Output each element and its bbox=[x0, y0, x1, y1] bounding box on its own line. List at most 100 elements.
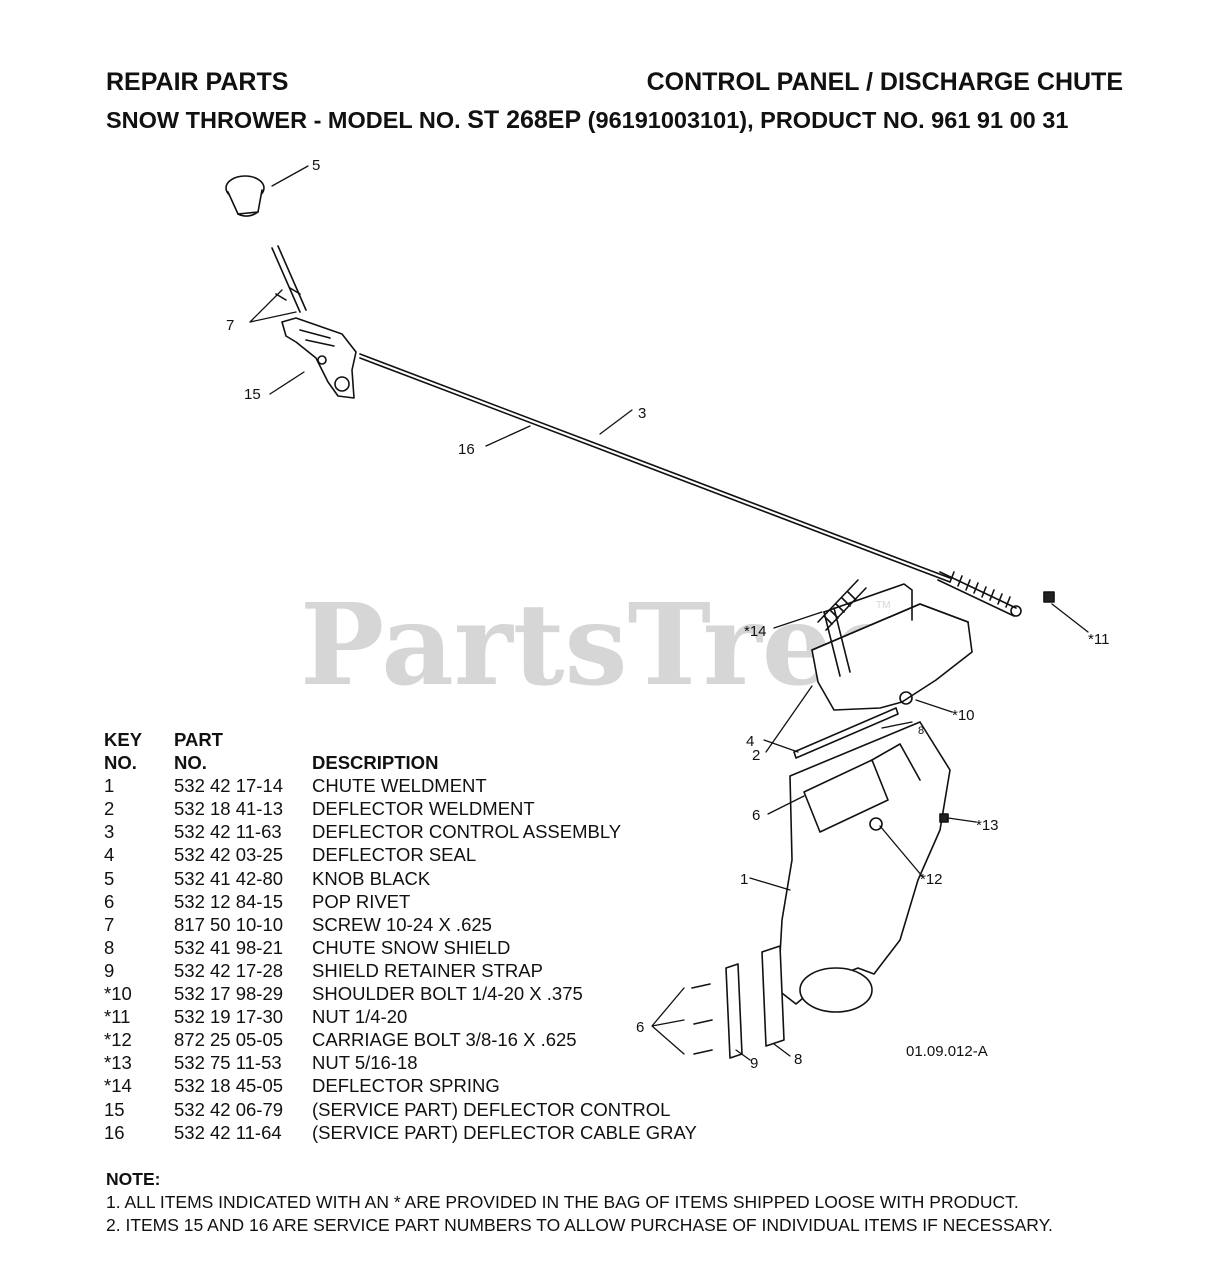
callout-1: 1 bbox=[740, 871, 748, 888]
row-part-number: 532 42 11-63 bbox=[174, 821, 282, 843]
row-part-number: 532 18 41-13 bbox=[174, 798, 284, 820]
callout-14: *14 bbox=[744, 623, 767, 640]
row-description: (SERVICE PART) DEFLECTOR CABLE GRAY bbox=[312, 1121, 697, 1143]
row-part-number: 532 17 98-29 bbox=[174, 983, 284, 1005]
row-part-number: 817 50 10-10 bbox=[174, 913, 284, 935]
callout-5: 5 bbox=[312, 157, 320, 174]
watermark-text: PartsTree bbox=[300, 580, 904, 711]
row-key: *10 bbox=[104, 983, 132, 1005]
callout-7: 7 bbox=[226, 317, 234, 334]
watermark-tm: TM bbox=[876, 600, 890, 611]
row-part-number: 532 19 17-30 bbox=[174, 1006, 284, 1028]
row-description: DEFLECTOR SEAL bbox=[312, 844, 477, 866]
row-part-number: 532 41 42-80 bbox=[174, 867, 284, 889]
row-description: CHUTE WELDMENT bbox=[312, 775, 487, 797]
row-part-number: 532 42 17-28 bbox=[174, 959, 284, 981]
row-description: SCREW 10-24 X .625 bbox=[312, 913, 492, 935]
callout-11: *11 bbox=[1088, 631, 1109, 648]
callout-4: 4 bbox=[746, 733, 754, 750]
callout-9: 9 bbox=[750, 1055, 758, 1072]
note-item: 2. ITEMS 15 AND 16 ARE SERVICE PART NUMB… bbox=[106, 1215, 1053, 1235]
leader-lines bbox=[249, 165, 1089, 1061]
row-description: NUT 1/4-20 bbox=[312, 1006, 408, 1028]
chute-snow-shield bbox=[761, 945, 785, 1047]
callout-8-top: 8 bbox=[918, 725, 924, 737]
row-key: 8 bbox=[104, 936, 115, 958]
deflector-seal bbox=[793, 707, 899, 759]
row-part-number: 532 42 17-14 bbox=[174, 775, 284, 797]
row-description: CHUTE SNOW SHIELD bbox=[312, 936, 511, 958]
header-part-no: NO. bbox=[174, 752, 207, 774]
deflector-weldment bbox=[811, 583, 973, 711]
knob-part bbox=[225, 175, 265, 217]
row-description: SHIELD RETAINER STRAP bbox=[312, 959, 543, 981]
page-title: REPAIR PARTS bbox=[106, 68, 289, 96]
row-part-number: 532 42 03-25 bbox=[174, 844, 284, 866]
header-key-no: NO. bbox=[104, 752, 137, 774]
row-key: 9 bbox=[104, 959, 115, 981]
callout-12: *12 bbox=[920, 871, 943, 888]
callout-6-bottom: 6 bbox=[636, 1019, 644, 1036]
control-rod bbox=[271, 245, 307, 313]
row-description: NUT 5/16-18 bbox=[312, 1052, 418, 1074]
row-description: KNOB BLACK bbox=[312, 867, 431, 889]
row-description: DEFLECTOR CONTROL ASSEMBLY bbox=[312, 821, 622, 843]
pop-rivets bbox=[691, 983, 713, 1055]
header-description: DESCRIPTION bbox=[312, 752, 439, 774]
callout-10: *10 bbox=[952, 707, 975, 724]
callout-8-bottom: 8 bbox=[794, 1051, 802, 1068]
figure-code: 01.09.012-A bbox=[906, 1043, 988, 1060]
model-subtitle: SNOW THROWER - MODEL NO. ST 268EP (96191… bbox=[106, 106, 1068, 134]
row-part-number: 532 41 98-21 bbox=[174, 936, 284, 958]
row-description: DEFLECTOR SPRING bbox=[312, 1075, 500, 1097]
nut-11 bbox=[1043, 591, 1055, 603]
row-description: POP RIVET bbox=[312, 890, 411, 912]
row-part-number: 532 18 45-05 bbox=[174, 1075, 284, 1097]
section-title: CONTROL PANEL / DISCHARGE CHUTE bbox=[646, 68, 1123, 96]
callout-3: 3 bbox=[638, 405, 646, 422]
row-key: 15 bbox=[104, 1098, 125, 1120]
row-key: 6 bbox=[104, 890, 115, 912]
row-part-number: 532 42 06-79 bbox=[174, 1098, 284, 1120]
row-description: SHOULDER BOLT 1/4-20 X .375 bbox=[312, 983, 583, 1005]
model-number: ST 268EP bbox=[467, 106, 582, 134]
callout-13: *13 bbox=[976, 817, 999, 834]
row-key: *14 bbox=[104, 1075, 132, 1097]
callout-labels: 5 7 15 16 3 *14 *11 2 *10 4 8 6 *13 1 *1… bbox=[226, 157, 1109, 1072]
row-key: *13 bbox=[104, 1052, 132, 1074]
row-key: 1 bbox=[104, 775, 115, 797]
row-key: 7 bbox=[104, 913, 115, 935]
row-description: (SERVICE PART) DEFLECTOR CONTROL bbox=[312, 1098, 671, 1120]
row-part-number: 872 25 05-05 bbox=[174, 1029, 284, 1051]
row-description: CARRIAGE BOLT 3/8-16 X .625 bbox=[312, 1029, 577, 1051]
notes-title: NOTE: bbox=[106, 1169, 161, 1189]
deflector-cable bbox=[359, 353, 951, 583]
row-key: *12 bbox=[104, 1029, 132, 1051]
notes-section: NOTE: 1. ALL ITEMS INDICATED WITH AN * A… bbox=[106, 1168, 1053, 1237]
chute-weldment bbox=[777, 721, 951, 1013]
row-key: 4 bbox=[104, 844, 115, 866]
shield-retainer-strap bbox=[725, 963, 743, 1059]
callout-6-top: 6 bbox=[752, 807, 760, 824]
subtitle-suffix: (96191003101), PRODUCT NO. 961 91 00 31 bbox=[581, 107, 1069, 133]
cable-threaded-end bbox=[937, 571, 1022, 617]
callout-2: 2 bbox=[752, 747, 760, 764]
header-part: PART bbox=[174, 729, 223, 750]
callout-16: 16 bbox=[458, 441, 475, 458]
header-key: KEY bbox=[104, 729, 143, 750]
row-key: 3 bbox=[104, 821, 115, 843]
note-item: 1. ALL ITEMS INDICATED WITH AN * ARE PRO… bbox=[106, 1192, 1019, 1212]
row-part-number: 532 12 84-15 bbox=[174, 890, 284, 912]
row-part-number: 532 75 11-53 bbox=[174, 1052, 282, 1074]
row-part-number: 532 42 11-64 bbox=[174, 1121, 282, 1143]
deflector-spring bbox=[817, 579, 867, 631]
callout-15: 15 bbox=[244, 386, 261, 403]
subtitle-prefix: SNOW THROWER - MODEL NO. bbox=[106, 107, 468, 133]
row-description: DEFLECTOR WELDMENT bbox=[312, 798, 535, 820]
row-key: 5 bbox=[104, 867, 115, 889]
deflector-control-bracket bbox=[275, 287, 357, 399]
row-key: *11 bbox=[104, 1006, 131, 1028]
row-key: 2 bbox=[104, 798, 115, 820]
row-key: 16 bbox=[104, 1121, 125, 1143]
